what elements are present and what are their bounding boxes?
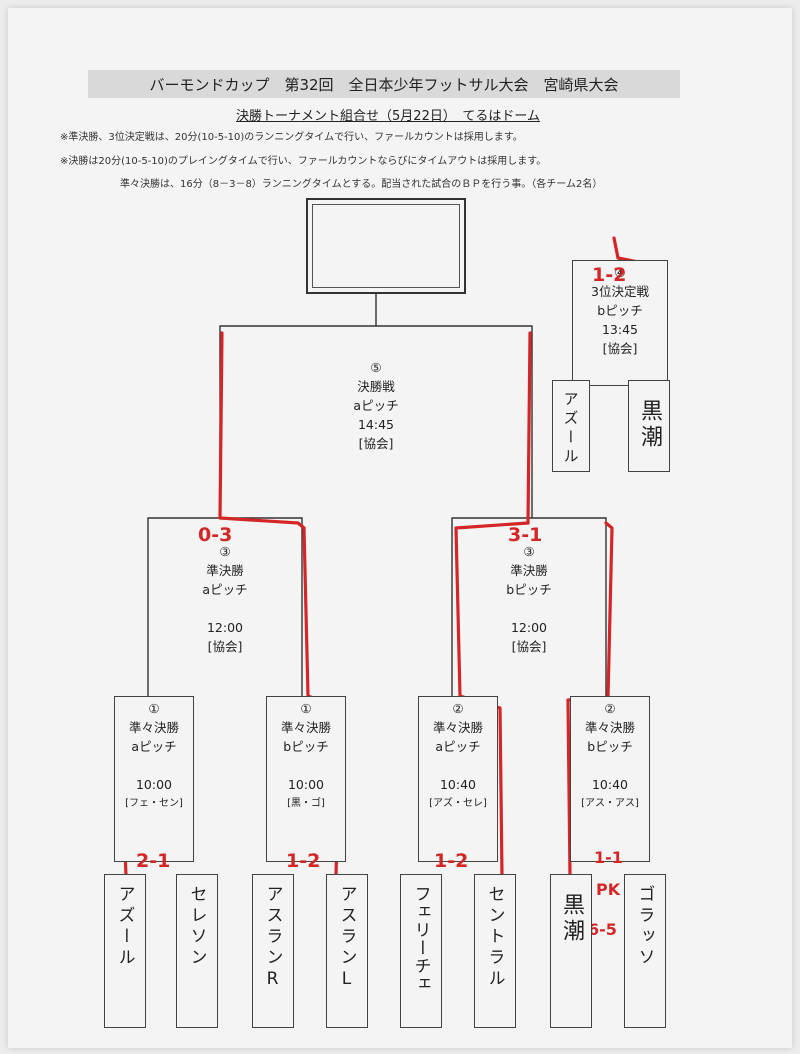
final-time: 14:45: [357, 417, 395, 432]
final-pitch: aピッチ: [353, 398, 399, 413]
quarter-2b-score: 1-1: [594, 848, 623, 867]
semi-a-score: 0-3: [198, 524, 233, 546]
semi-b-score: 3-1: [508, 524, 543, 546]
tournament-subtitle: 決勝トーナメント組合せ（5月22日） てるはドーム: [236, 109, 540, 124]
quarter-1b-match: ① 準々決勝 bピッチ 10:00 [黒・ゴ]: [266, 696, 346, 862]
quarter-1b-pitch: bピッチ: [283, 739, 329, 754]
quarter-1a-referee: [フェ・セン]: [125, 798, 183, 809]
quarter-1a-number: ①: [148, 701, 160, 716]
team-aslan-r: アスランR: [252, 874, 294, 1028]
quarter-2b-name: 準々決勝: [584, 720, 635, 735]
quarter-2b-pitch: bピッチ: [587, 739, 633, 754]
final-match: ⑤ 決勝戦 aピッチ 14:45 [協会]: [326, 356, 426, 476]
semi-b-number: ③: [523, 544, 535, 559]
quarter-2a-pitch: aピッチ: [435, 739, 481, 754]
rule-note-1: ※準決勝、3位決定戦は、20分(10-5-10)のランニングタイムで行い、ファー…: [60, 132, 523, 143]
team-felice: フェリーチェ: [400, 874, 442, 1028]
tournament-title: バーモンドカップ 第32回 全日本少年フットサル大会 宮崎県大会: [88, 70, 680, 98]
quarter-1a-pitch: aピッチ: [131, 739, 177, 754]
team-aslan-l: アスランL: [326, 874, 368, 1028]
quarter-1b-score: 1-2: [286, 850, 321, 872]
third-time: 13:45: [601, 322, 639, 337]
team-central: セントラル: [474, 874, 516, 1028]
quarter-2b-match: ② 準々決勝 bピッチ 10:40 [アス・アス]: [570, 696, 650, 862]
quarter-2a-score: 1-2: [434, 850, 469, 872]
semi-b-time: 12:00: [510, 620, 548, 635]
third-pitch: bピッチ: [597, 303, 643, 318]
quarter-1a-time: 10:00: [135, 777, 173, 792]
third-name: 3位決定戦: [591, 284, 649, 299]
quarter-1a-score: 2-1: [136, 850, 171, 872]
semi-a-match: ③ 準決勝 aピッチ 12:00 [協会]: [160, 540, 290, 670]
semi-b-referee: [協会]: [511, 639, 547, 654]
final-number: ⑤: [370, 360, 382, 375]
win-line-semi-a: [218, 331, 306, 530]
quarter-2a-number: ②: [452, 701, 464, 716]
third-referee: [協会]: [602, 341, 638, 356]
final-referee: [協会]: [358, 436, 394, 451]
quarter-1b-referee: [黒・ゴ]: [287, 798, 325, 809]
quarter-2a-match: ② 準々決勝 aピッチ 10:40 [アズ・セレ]: [418, 696, 498, 862]
third-place-score: 1-2: [592, 264, 627, 286]
semi-a-name: 準決勝: [206, 563, 244, 578]
rule-note-3: 準々決勝は、16分（8－3－8）ランニングタイムとする。配当された試合のＢＰを行…: [120, 179, 603, 190]
bracket-sheet: バーモンドカップ 第32回 全日本少年フットサル大会 宮崎県大会 決勝トーナメン…: [8, 8, 792, 1048]
team-golasso: ゴラッソ: [624, 874, 666, 1028]
third-place-match: ④ 3位決定戦 bピッチ 13:45 [協会]: [572, 260, 668, 386]
quarter-2a-referee: [アズ・セレ]: [429, 798, 487, 809]
quarter-1a-name: 準々決勝: [128, 720, 179, 735]
semi-a-time: 12:00: [206, 620, 244, 635]
quarter-1b-name: 準々決勝: [280, 720, 331, 735]
champion-box: [306, 198, 466, 294]
quarter-2b-time: 10:40: [591, 777, 629, 792]
quarter-2a-name: 準々決勝: [432, 720, 483, 735]
third-number: ④: [614, 265, 626, 280]
team-seleson: セレソン: [176, 874, 218, 1028]
quarter-1b-number: ①: [300, 701, 312, 716]
semi-a-pitch: aピッチ: [202, 582, 248, 597]
semi-a-number: ③: [219, 544, 231, 559]
semi-b-match: ③ 準決勝 bピッチ 12:00 [協会]: [464, 540, 594, 670]
quarter-1b-time: 10:00: [287, 777, 325, 792]
quarter-2b-referee: [アス・アス]: [581, 798, 639, 809]
rule-note-2: ※決勝は20分(10-5-10)のプレイングタイムで行い、ファールカウントならび…: [60, 156, 547, 167]
final-name: 決勝戦: [357, 379, 395, 394]
quarter-1a-match: ① 準々決勝 aピッチ 10:00 [フェ・セン]: [114, 696, 194, 862]
team-azul: アズール: [104, 874, 146, 1028]
win-line-semi-b: [526, 331, 532, 525]
quarter-2a-time: 10:40: [439, 777, 477, 792]
team-kuroshio: 黒潮: [550, 874, 592, 1028]
third-team-azul: アズール: [552, 380, 590, 472]
quarter-2b-number: ②: [604, 701, 616, 716]
third-team-kuroshio: 黒潮: [628, 380, 670, 472]
pk-label: PK: [596, 880, 621, 899]
pk-score: 6-5: [588, 920, 617, 939]
semi-b-pitch: bピッチ: [506, 582, 552, 597]
semi-b-name: 準決勝: [510, 563, 548, 578]
semi-a-referee: [協会]: [207, 639, 243, 654]
